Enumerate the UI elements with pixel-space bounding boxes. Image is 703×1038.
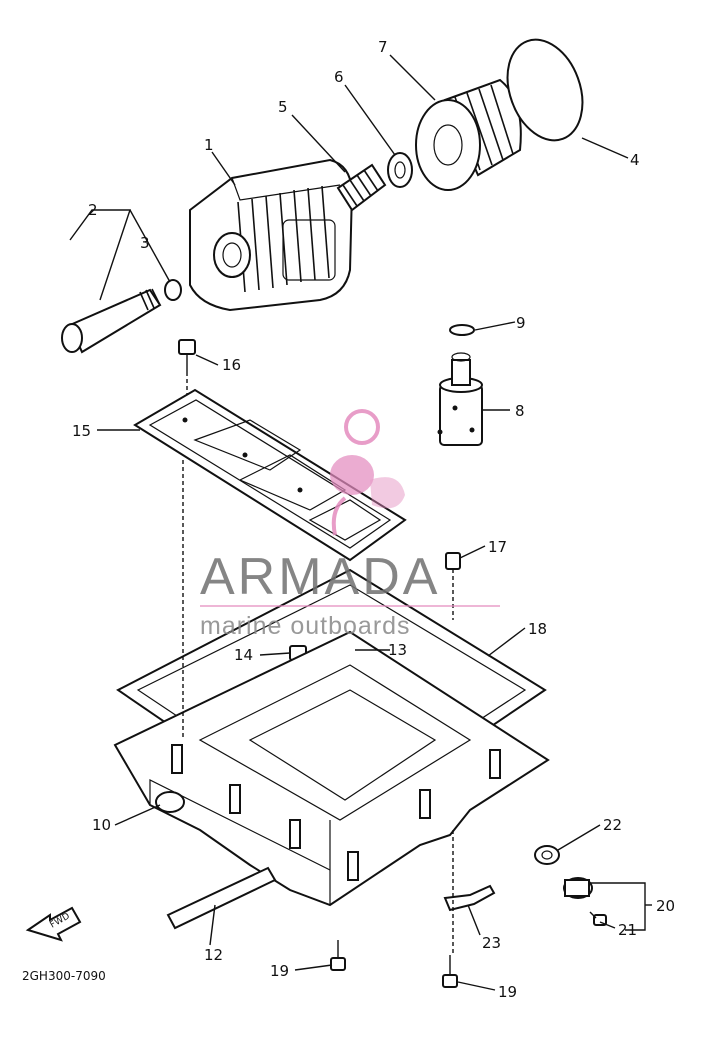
part-spring [336, 163, 387, 212]
part-o-ring-relief [449, 324, 475, 336]
leader-lines [69, 54, 652, 991]
callout-labels: 1 2 3 4 5 6 7 8 9 10 12 13 14 15 16 17 1… [72, 38, 675, 1001]
part-bolt-17 [445, 552, 461, 620]
part-bolt-19-right [442, 955, 458, 988]
part-washer [387, 152, 413, 188]
watermark-brand: ARMADA [200, 548, 440, 606]
part-bolt [61, 288, 162, 354]
forward-arrow-icon: FWD [25, 906, 82, 942]
callout-19-right: 19 [498, 983, 517, 1001]
callout-14: 14 [234, 646, 253, 664]
callout-18: 18 [528, 620, 547, 638]
part-o-ring-large [506, 38, 584, 142]
part-oil-filter-cover [189, 158, 354, 312]
callout-2: 2 [88, 201, 98, 219]
watermark-tagline: marine outboards [200, 612, 411, 640]
callout-5: 5 [278, 98, 288, 116]
callout-7: 7 [378, 38, 388, 56]
callout-8: 8 [515, 402, 525, 420]
part-oil-pan [113, 630, 550, 907]
callout-17: 17 [488, 538, 507, 556]
callout-16: 16 [222, 356, 241, 374]
callout-3: 3 [140, 234, 150, 252]
callout-1: 1 [204, 136, 214, 154]
drawing-code: 2GH300-7090 [22, 969, 106, 983]
callout-15: 15 [72, 422, 91, 440]
callout-13: 13 [388, 641, 407, 659]
part-drain-plug [563, 877, 593, 899]
callout-23: 23 [482, 934, 501, 952]
part-dowel-pin [166, 866, 277, 930]
part-relief-valve [437, 352, 483, 446]
callout-20: 20 [656, 897, 675, 915]
armada-watermark: ARMADA marine outboards [200, 409, 500, 640]
callout-9: 9 [516, 314, 526, 332]
armada-logo-icon [330, 409, 405, 536]
part-drain-washer [534, 845, 560, 865]
part-o-ring-small [164, 279, 182, 301]
callout-12: 12 [204, 946, 223, 964]
callout-19-left: 19 [270, 962, 289, 980]
callout-6: 6 [334, 68, 344, 86]
callout-21: 21 [618, 921, 637, 939]
callout-4: 4 [630, 151, 640, 169]
callout-10: 10 [92, 816, 111, 834]
part-bolt-19-left [330, 940, 346, 971]
callout-22: 22 [603, 816, 622, 834]
part-bracket [443, 884, 496, 912]
